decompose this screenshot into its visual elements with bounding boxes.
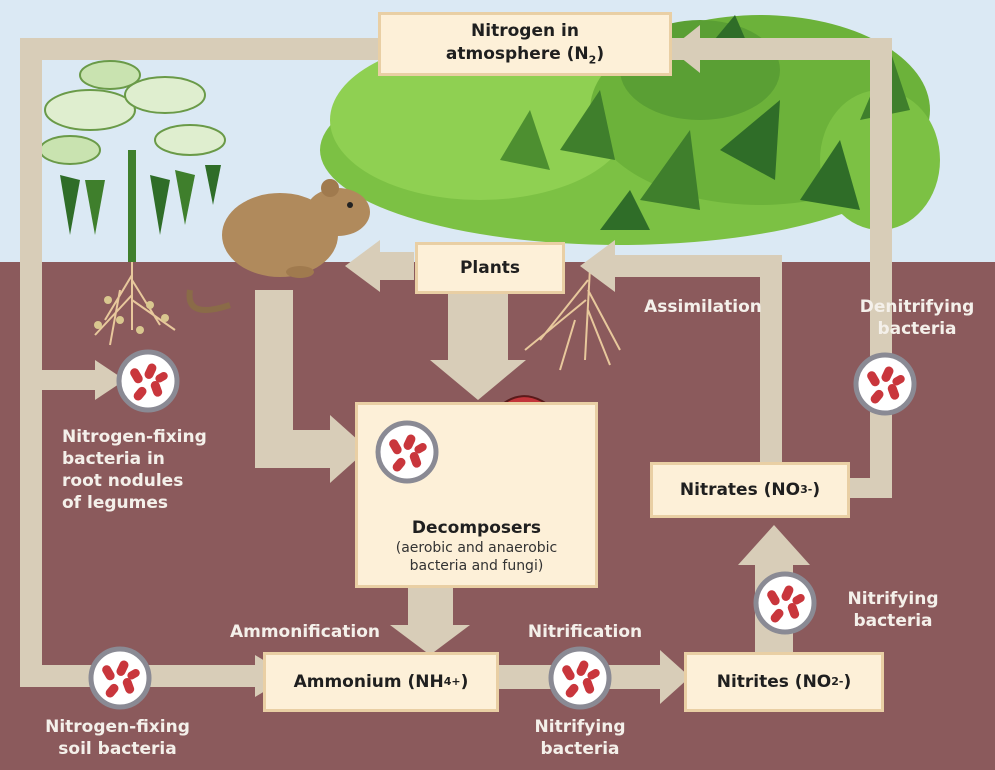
ammonium-end: ) <box>460 671 469 692</box>
ammonium-sub: 4 <box>443 674 452 688</box>
nitrification-label: Nitrification <box>527 622 643 642</box>
denitrifying-label: Denitrifying bacteria <box>859 297 975 340</box>
roots-icon <box>94 262 176 346</box>
ammonium-sup: + <box>451 674 461 688</box>
plants-label: Plants <box>459 257 521 278</box>
assimilation-label: Assimilation <box>644 297 762 317</box>
nitrates-sub: 3 <box>800 482 808 496</box>
ammonium-text: Ammonium (NH <box>293 671 444 692</box>
atmosphere-line2: atmosphere (N <box>445 43 589 64</box>
atmosphere-line1: Nitrogen in <box>471 20 579 41</box>
nitrifying-right-label: Nitrifying bacteria <box>847 589 939 632</box>
legume-bacteria-label: Nitrogen-fixing bacteria in root nodules… <box>62 427 207 514</box>
ammonification-label: Ammonification <box>229 622 381 642</box>
cycle-arrows <box>20 25 892 704</box>
nitrites-text: Nitrites (NO <box>716 671 832 692</box>
rodent-icon <box>186 179 370 313</box>
nitrates-text: Nitrates (NO <box>679 479 801 500</box>
plant-roots <box>524 267 621 371</box>
decomposers-box: Decomposers (aerobic and anaerobic bacte… <box>355 402 598 588</box>
nitrates-sup: - <box>807 482 813 496</box>
atmosphere-box: Nitrogen in atmosphere (N2) <box>378 12 672 76</box>
soil-bacteria-label: Nitrogen-fixing soil bacteria <box>45 717 190 760</box>
nitrates-end: ) <box>812 479 821 500</box>
legume-plant-icon <box>39 60 226 262</box>
atmosphere-end: ) <box>596 43 605 64</box>
atmosphere-sub: 2 <box>588 53 597 67</box>
plants-box: Plants <box>415 242 565 294</box>
nitrites-sub: 2 <box>831 674 839 688</box>
nitrites-sup: - <box>838 674 844 688</box>
decomposers-subtitle: (aerobic and anaerobic bacteria and fung… <box>395 540 558 574</box>
decomposers-title: Decomposers <box>411 518 542 539</box>
nitrites-end: ) <box>843 671 852 692</box>
nitrifying-bottom-label: Nitrifying bacteria <box>534 717 626 760</box>
